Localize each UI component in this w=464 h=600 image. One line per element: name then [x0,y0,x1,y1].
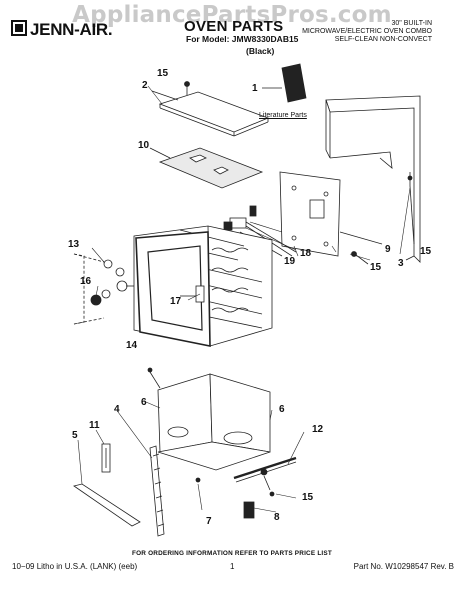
spec-line: SELF-CLEAN NON-CONVECT [334,36,432,44]
literature-label: Literature Parts [259,112,307,119]
lamp-group [73,253,134,325]
callout-19: 19 [284,256,296,267]
callout-5: 5 [72,430,78,441]
model-line: For Model: JMW8330DAB15 [186,34,299,44]
literature-booklet [262,63,307,103]
back-plate [279,171,383,265]
callout-16: 16 [80,276,92,287]
top-panel [151,81,270,137]
color-line: (Black) [246,46,275,56]
callout-7: 7 [206,516,212,527]
base-strip [73,443,141,527]
callout-6: 6 [141,397,147,408]
callout-3: 3 [398,258,404,269]
callout-15: 15 [302,492,314,503]
callout-13: 13 [68,239,80,250]
brand-mark-icon [11,20,27,36]
callout-15: 15 [157,68,169,79]
footer-litho: 10−09 Litho in U.S.A. (LANK) (eeb) [12,562,138,571]
spec-line: MICROWAVE/ELECTRIC OVEN COMBO [302,28,432,36]
leader-lines [77,85,411,513]
callout-17: 17 [170,296,182,307]
ordering-note: FOR ORDERING INFORMATION REFER TO PARTS … [132,550,332,557]
callout-1: 1 [252,83,258,94]
callout-15: 15 [370,262,382,273]
latch-assembly [223,205,297,257]
callout-11: 11 [89,420,100,431]
callout-4: 4 [114,404,120,415]
spec-block: 30" BUILT-IN MICROWAVE/ELECTRIC OVEN COM… [300,20,432,45]
side-rail [149,445,165,537]
spec-line: 30" BUILT-IN [391,20,432,27]
insulation-pad [149,147,264,189]
watermark: AppliancePartsPros.com [72,2,392,28]
hinge-bar [195,456,297,519]
lower-cabinet [147,367,271,471]
callout-2: 2 [142,80,148,91]
callout-6: 6 [279,404,285,415]
footer-page-number: 1 [230,562,235,571]
callout-15: 15 [420,246,432,257]
brand-name: JENN-AIR. [30,20,113,39]
callout-8: 8 [274,512,280,523]
page-title: OVEN PARTS [184,18,284,35]
footer-part-number: Part No. W10298547 Rev. B [353,562,454,571]
callout-14: 14 [126,340,138,351]
trim-frame [325,95,421,263]
callout-9: 9 [385,244,391,255]
callout-10: 10 [138,140,150,151]
brand-logo: JENN-AIR. [11,20,113,40]
callout-18: 18 [300,248,312,259]
front-frame [135,231,211,347]
callout-12: 12 [312,424,324,435]
